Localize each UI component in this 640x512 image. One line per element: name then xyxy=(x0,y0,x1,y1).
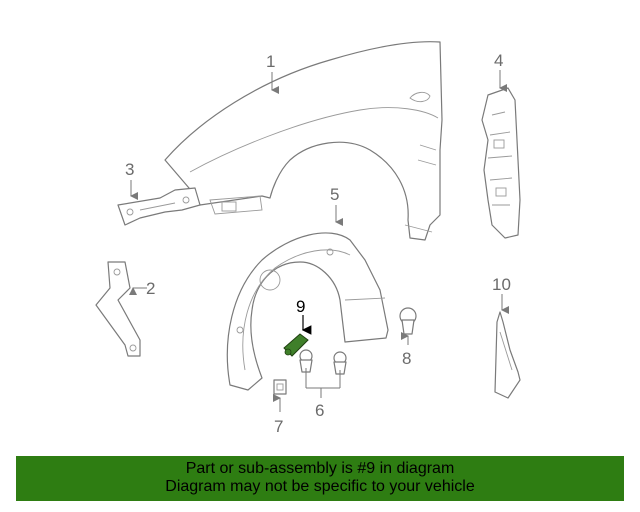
callout-9: 9 xyxy=(296,297,305,316)
parts-diagram: 1 3 4 5 2 9 xyxy=(95,41,521,436)
callout-10: 10 xyxy=(492,275,511,294)
callout-6: 6 xyxy=(315,401,324,420)
banner-line-1: Part or sub-assembly is #9 in diagram xyxy=(185,460,455,477)
nut-part-7 xyxy=(273,379,287,395)
seal-part-4 xyxy=(481,87,521,239)
info-banner: Part or sub-assembly is #9 in diagram Di… xyxy=(16,456,624,501)
callout-4: 4 xyxy=(494,51,503,70)
callout-5: 5 xyxy=(330,185,339,204)
callout-2: 2 xyxy=(146,279,155,298)
callout-1: 1 xyxy=(266,52,275,71)
fender-liner-part-5 xyxy=(226,232,389,391)
screws-part-6 xyxy=(299,349,347,375)
bracket-part-3 xyxy=(117,187,201,226)
callout-3: 3 xyxy=(125,160,134,179)
callout-7: 7 xyxy=(274,417,283,436)
support-part-2 xyxy=(95,261,141,357)
fender-part-1 xyxy=(164,41,443,241)
banner-line-2: Diagram may not be specific to your vehi… xyxy=(165,478,475,495)
clip-part-9 xyxy=(283,333,309,357)
leader-6 xyxy=(305,368,341,398)
flap-part-10 xyxy=(494,311,521,399)
callout-8: 8 xyxy=(402,349,411,368)
clip-part-8 xyxy=(399,307,417,335)
